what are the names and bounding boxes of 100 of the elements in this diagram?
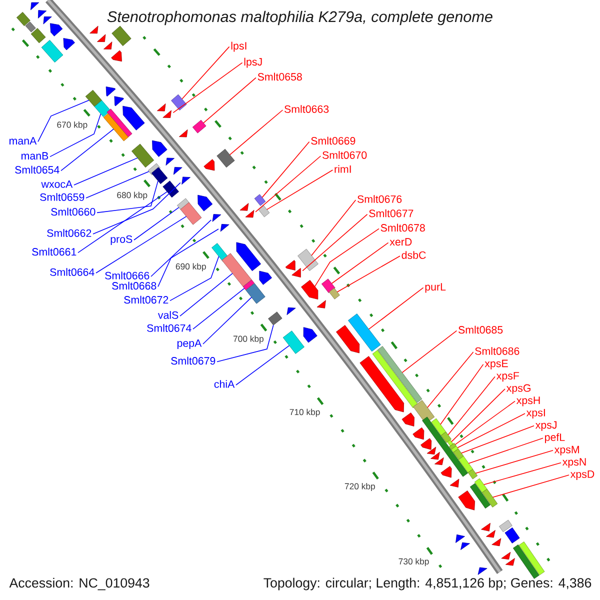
gene-block bbox=[246, 283, 266, 304]
gene-marker bbox=[30, 2, 40, 10]
gene-block bbox=[482, 488, 498, 508]
gene-marker bbox=[166, 158, 175, 166]
leader-line bbox=[451, 388, 506, 442]
gene-marker bbox=[111, 50, 122, 62]
gene-block bbox=[431, 418, 446, 436]
gene-block bbox=[94, 100, 111, 117]
leader-line bbox=[150, 220, 212, 277]
gene-marker bbox=[104, 42, 112, 50]
gene-block bbox=[458, 456, 474, 473]
gene-block bbox=[112, 26, 132, 46]
gene-label: manB bbox=[22, 152, 48, 160]
gene-block bbox=[212, 243, 229, 262]
gene-marker bbox=[156, 104, 166, 112]
gene-marker bbox=[50, 23, 63, 36]
gene-block bbox=[171, 94, 187, 110]
leader-line bbox=[427, 352, 474, 408]
gene-block bbox=[268, 312, 282, 326]
gene-label: pepA bbox=[177, 339, 202, 350]
gene-label: Smlt0660 bbox=[51, 208, 96, 216]
gene-block bbox=[447, 440, 454, 446]
gene-marker bbox=[106, 86, 116, 97]
gene-marker bbox=[259, 270, 272, 285]
scale-label: 730 kbp bbox=[398, 558, 429, 566]
gene-block bbox=[222, 253, 252, 287]
gene-block bbox=[180, 202, 202, 225]
gene-marker bbox=[220, 224, 230, 232]
gene-block bbox=[470, 483, 490, 509]
leader-line bbox=[402, 330, 458, 373]
gene-label: Smlt0659 bbox=[40, 193, 84, 201]
gene-block bbox=[41, 40, 64, 63]
gene-block bbox=[321, 278, 336, 294]
gene-label: lpsJ bbox=[244, 58, 262, 68]
gene-label: Smlt0666 bbox=[105, 272, 150, 280]
gene-label: manA bbox=[10, 137, 37, 145]
gene-marker bbox=[236, 242, 261, 272]
gene-marker bbox=[402, 412, 414, 426]
gene-label: Smlt0669 bbox=[311, 136, 356, 145]
gene-block bbox=[474, 478, 488, 493]
footer-text: Topology: circular; Length: 4,851,126 bp; Genes: 4,386 bbox=[264, 578, 592, 590]
gene-marker bbox=[178, 129, 188, 138]
gene-label: Smlt0679 bbox=[171, 356, 216, 365]
gene-label: Smlt0663 bbox=[284, 105, 329, 113]
gene-label: xpsI bbox=[526, 408, 545, 419]
leader-line bbox=[92, 182, 181, 234]
leader-line bbox=[78, 191, 168, 254]
gene-marker bbox=[360, 356, 404, 412]
leader-line bbox=[331, 242, 389, 284]
gene-marker bbox=[501, 552, 511, 560]
gene-marker bbox=[450, 478, 460, 488]
gene-marker bbox=[412, 427, 424, 440]
gene-label: xpsH bbox=[516, 396, 540, 406]
leader-line bbox=[311, 200, 356, 256]
gene-marker bbox=[440, 466, 452, 478]
leader-line bbox=[60, 128, 114, 172]
gene-label: Smlt0661 bbox=[32, 248, 76, 256]
gene-block bbox=[499, 520, 512, 532]
scale-label: 700 kbp bbox=[233, 336, 264, 344]
gene-label: proS bbox=[110, 235, 132, 246]
gene-block bbox=[30, 28, 46, 44]
scale-label: 690 kbp bbox=[176, 263, 206, 272]
gene-marker bbox=[316, 300, 326, 308]
leader-line bbox=[454, 400, 516, 445]
gene-label: Smlt0677 bbox=[369, 209, 414, 218]
leader-line bbox=[336, 256, 400, 292]
gene-block bbox=[512, 544, 540, 579]
gene-label: Smlt0658 bbox=[258, 72, 302, 81]
gene-label: xpsD bbox=[570, 470, 594, 480]
gene-label: valS bbox=[158, 311, 178, 319]
leader-line bbox=[457, 413, 526, 448]
gene-marker bbox=[301, 280, 318, 300]
gene-label: Smlt0672 bbox=[124, 296, 168, 304]
leader-line bbox=[229, 110, 284, 156]
gene-block bbox=[348, 314, 381, 352]
gene-marker bbox=[481, 522, 490, 532]
gene-block bbox=[377, 346, 422, 403]
leader-line bbox=[192, 288, 245, 330]
leader-line bbox=[448, 376, 496, 436]
gene-marker bbox=[114, 96, 124, 106]
gene-marker bbox=[456, 534, 465, 543]
leader-line bbox=[236, 345, 290, 386]
gene-marker bbox=[198, 194, 213, 212]
gene-label: xpsE bbox=[484, 360, 508, 370]
gene-label: Smlt0662 bbox=[47, 229, 92, 237]
scale-label: 710 kbp bbox=[290, 408, 320, 417]
gene-block bbox=[132, 144, 154, 168]
gene-block bbox=[216, 148, 235, 168]
gene-marker bbox=[458, 490, 475, 510]
gene-block bbox=[258, 205, 270, 218]
gene-label: purL bbox=[425, 283, 446, 293]
gene-label: xerD bbox=[390, 238, 412, 246]
gene-block bbox=[16, 12, 30, 26]
leader-line bbox=[172, 62, 243, 114]
gene-marker bbox=[212, 214, 222, 222]
gene-marker bbox=[122, 106, 145, 130]
gene-block bbox=[282, 330, 304, 354]
gene-block bbox=[106, 108, 132, 138]
gene-block bbox=[298, 248, 318, 271]
footer-text: Accession: NC_010943 bbox=[9, 578, 150, 590]
